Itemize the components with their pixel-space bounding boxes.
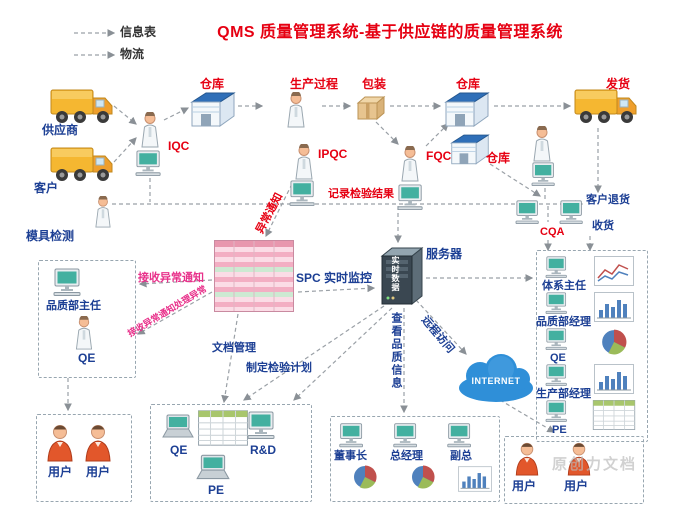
left-team-box — [38, 260, 136, 378]
internet-label: INTERNET — [471, 376, 521, 386]
right-managers-box — [536, 250, 648, 442]
packing-label: 包装 — [362, 77, 387, 91]
qe-bottom-label: QE — [170, 443, 188, 457]
receiving-computer-icon — [530, 162, 558, 186]
bar-chart-icon-2 — [594, 364, 634, 394]
qe-worker-icon — [72, 316, 96, 350]
cqa-label: CQA — [540, 226, 565, 238]
ipqc-computer-icon — [288, 180, 318, 206]
ship-label: 发货 — [606, 77, 631, 91]
legend-logistics-label: 物流 — [120, 47, 145, 61]
user-icon-3 — [514, 442, 540, 476]
iqc-computer-icon — [134, 150, 164, 176]
spc-chart-icon — [214, 240, 294, 312]
vp-label: 副总 — [450, 450, 472, 462]
user-label-2: 用户 — [86, 465, 111, 479]
watermark-text: 原创力文档 — [552, 456, 638, 473]
user-icon-2 — [84, 424, 112, 462]
line-chart-icon — [594, 256, 634, 286]
server-label: 服务器 — [426, 247, 463, 261]
page-title: QMS 质量管理系统-基于供应链的质量管理系统 — [217, 24, 563, 41]
production-label: 生产过程 — [290, 77, 339, 91]
exec-pie-icon-1 — [352, 464, 378, 490]
customer-truck-icon — [50, 142, 114, 184]
pe-bottom-label: PE — [208, 483, 225, 497]
supplier-truck-icon — [50, 84, 114, 126]
server-icon — [378, 246, 424, 308]
bar-chart-icon — [594, 292, 634, 322]
warehouse-b-icon — [444, 90, 490, 128]
cqa-computer-icon — [514, 200, 542, 224]
receiving-worker-icon — [530, 126, 554, 162]
warehouse-c-icon — [450, 132, 490, 166]
qe-laptop-icon — [160, 414, 196, 440]
spreadsheet-icon — [198, 410, 248, 446]
gm-label: 总经理 — [390, 450, 423, 462]
legend-info-label: 信息表 — [120, 25, 157, 39]
user-label-4: 用户 — [564, 479, 589, 493]
director-computer-icon — [52, 268, 84, 296]
doc-mgmt-label: 文档管理 — [212, 342, 256, 354]
warehouse-c-label: 仓库 — [486, 151, 511, 165]
exec-bar-chart-icon — [458, 466, 492, 492]
user-icon-1 — [46, 424, 74, 462]
return-computer-icon — [558, 200, 586, 224]
production-worker-icon — [284, 92, 308, 128]
ipqc-label: IPQC — [318, 147, 348, 161]
production-manager-computer-icon — [544, 364, 570, 386]
table-chart-icon — [592, 400, 636, 430]
receive-notice-label: 接收异常通知 — [138, 272, 204, 284]
iqc-label: IQC — [168, 139, 190, 153]
users-left-box — [36, 414, 132, 502]
qe-right-computer-icon — [544, 328, 570, 350]
gm-computer-icon — [392, 422, 420, 448]
mold-inspection-label: 模具检测 — [26, 229, 75, 243]
warehouse-a-icon — [190, 90, 236, 128]
spc-monitor-label: SPC 实时监控 — [296, 271, 373, 285]
warehouse-b-label: 仓库 — [456, 77, 481, 91]
users-right-box — [504, 436, 644, 504]
quality-director-label: 品质部主任 — [46, 300, 101, 312]
inspection-plan-label: 制定检验计划 — [246, 362, 312, 374]
server-screen-text: 实时数据 — [391, 256, 400, 292]
receive-label: 收货 — [592, 220, 614, 232]
exec-pie-icon-2 — [410, 464, 436, 490]
quality-manager-label: 品质部经理 — [536, 316, 591, 328]
engineering-box — [150, 404, 312, 502]
rd-computer-icon — [246, 410, 278, 440]
executives-box — [330, 416, 500, 502]
chairman-computer-icon — [338, 422, 366, 448]
pe-laptop-icon — [194, 454, 232, 482]
customer-label: 客户 — [34, 181, 59, 195]
chairman-label: 董事长 — [334, 450, 367, 462]
production-manager-label: 生产部经理 — [536, 388, 591, 400]
fqc-worker-icon — [398, 146, 422, 182]
ipqc-worker-icon — [292, 144, 316, 180]
quality-manager-computer-icon — [544, 292, 570, 314]
pe-right-label: PE — [552, 424, 567, 436]
rd-label: R&D — [250, 443, 276, 457]
fqc-computer-icon — [396, 184, 426, 210]
warehouse-a-label: 仓库 — [200, 77, 225, 91]
qe-right-label: QE — [550, 352, 566, 364]
view-quality-label: 查看品质信息 — [390, 312, 402, 390]
user-label-3: 用户 — [512, 479, 537, 493]
iqc-worker-icon — [138, 112, 162, 148]
supplier-label: 供应商 — [42, 123, 79, 137]
fqc-label: FQC — [426, 149, 452, 163]
customer-return-label: 客户退货 — [586, 194, 630, 206]
pie-chart-icon — [600, 328, 628, 356]
pe-right-computer-icon — [544, 400, 570, 422]
system-director-label: 体系主任 — [542, 280, 586, 292]
mold-worker-icon — [92, 196, 114, 228]
record-results-label: 记录检验结果 — [328, 188, 394, 200]
packing-box-icon — [356, 94, 386, 122]
qe-left-label: QE — [78, 351, 96, 365]
system-director-computer-icon — [544, 256, 570, 278]
vp-computer-icon — [446, 422, 474, 448]
user-label-1: 用户 — [48, 465, 73, 479]
